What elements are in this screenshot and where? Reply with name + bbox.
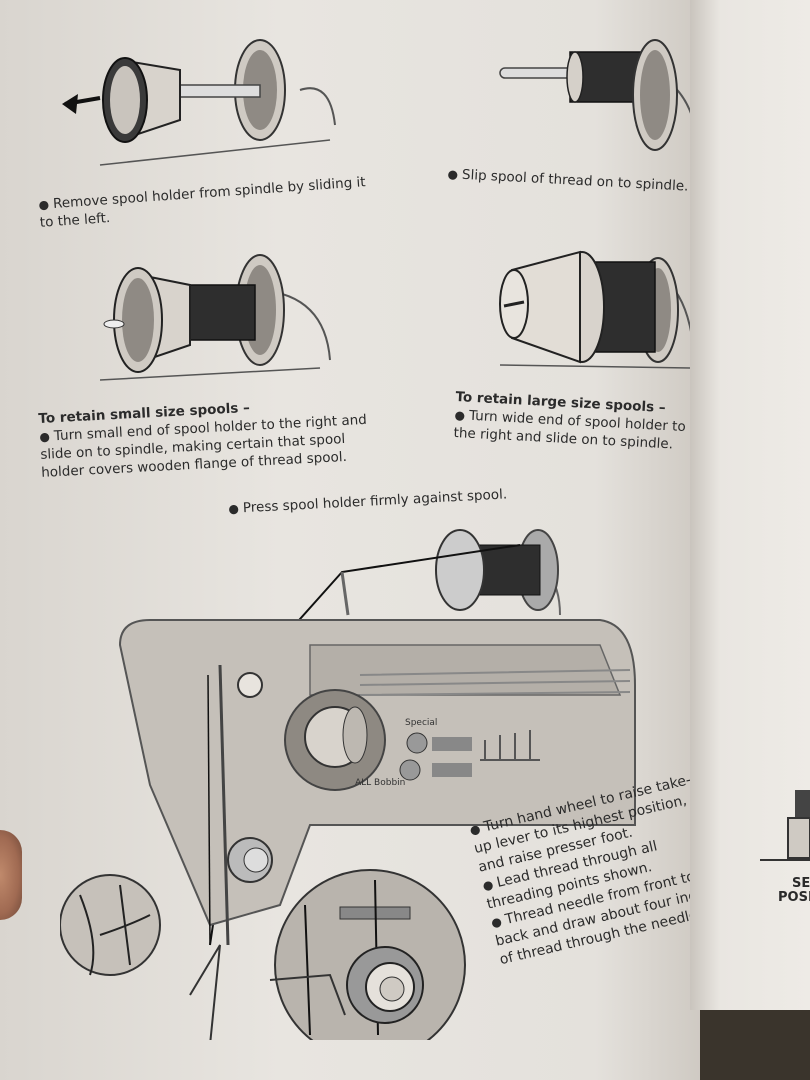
- illustration-small-spools: [100, 254, 331, 381]
- dial-label-text: Special: [405, 718, 437, 728]
- caption-small-spools: To retain small size spools – Turn small…: [38, 393, 371, 482]
- illustration-machine-threading: Special ALL Bobbin: [60, 529, 636, 1040]
- adjacent-page-line-1: SEW: [792, 876, 810, 891]
- hand-finger: [0, 830, 22, 920]
- caption-remove-holder: Remove spool holder from spindle by slid…: [38, 173, 370, 232]
- illustration-large-spools: [499, 250, 696, 369]
- caption-press-holder: Press spool holder firmly against spool.: [228, 482, 568, 518]
- illustration-slip-spool: [499, 39, 695, 151]
- adjacent-page-line-2: POSI: [778, 890, 810, 905]
- caption-large-spools: To retain large size spools – Turn wide …: [453, 388, 705, 455]
- adjacent-page-illustration: [760, 790, 810, 861]
- manual-page: Remove spool holder from spindle by slid…: [0, 0, 700, 1080]
- nameplate-text: ALL Bobbin: [355, 778, 405, 788]
- adjacent-page: SEW POSI: [690, 0, 810, 1010]
- illustration-remove-holder: [62, 39, 336, 166]
